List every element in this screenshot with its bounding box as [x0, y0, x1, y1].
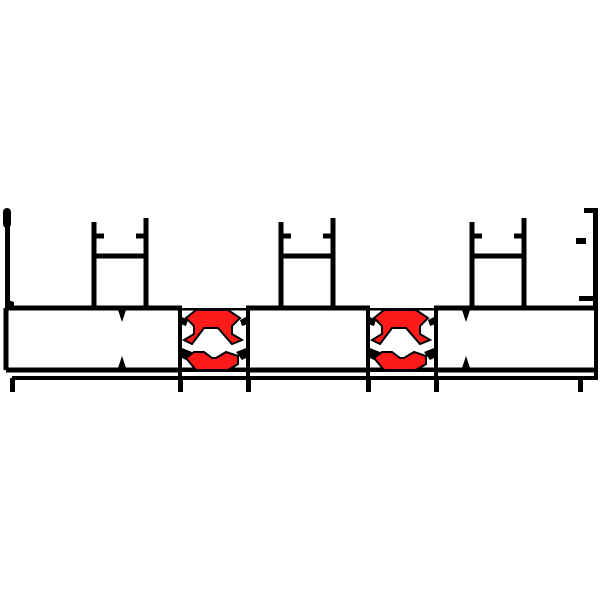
- glazing-upright-3: [469, 218, 527, 308]
- glazing-upright-2: [278, 218, 336, 308]
- chamber-notches: [118, 310, 470, 368]
- outer-frame: [3, 305, 598, 380]
- foot-stubs: [178, 376, 439, 392]
- thermal-break-2-top: [369, 309, 433, 346]
- thermal-break-2-bottom: [372, 350, 427, 371]
- left-end-flange: [3, 208, 15, 392]
- break-gaps: [182, 305, 434, 376]
- thermal-break-1: [180, 309, 248, 371]
- thermal-break-1-top: [181, 309, 245, 346]
- glazing-upright-1: [91, 218, 149, 308]
- thermal-break-1-bottom: [184, 350, 239, 371]
- thermal-break-2: [368, 309, 436, 371]
- right-end-flange: [576, 208, 598, 392]
